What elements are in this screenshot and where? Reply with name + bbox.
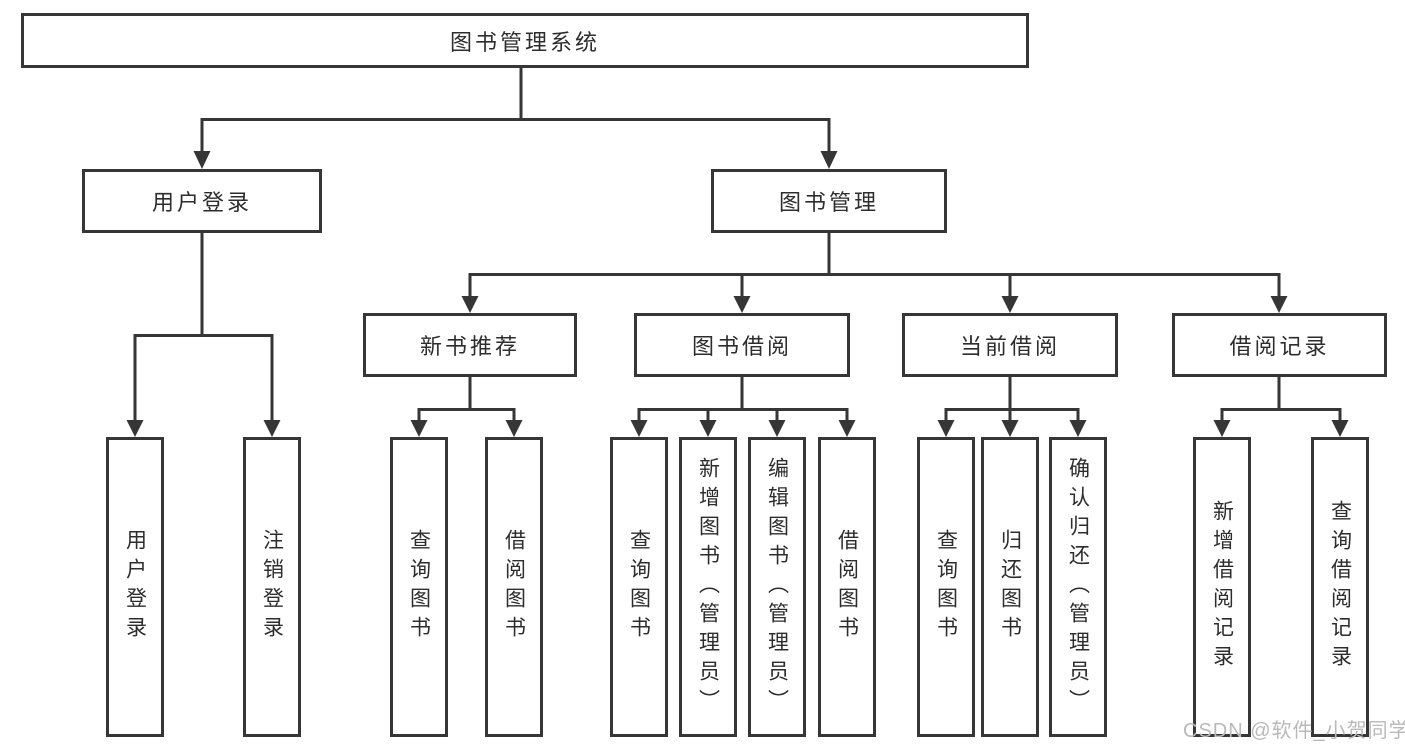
- leaf-query-book-newrec-label: 查询图书: [407, 529, 431, 645]
- leaf-add-book-admin: 新增图书（管理员）: [679, 437, 737, 737]
- leaf-logout-label: 注销登录: [260, 529, 284, 645]
- leaf-return-book: 归还图书: [981, 437, 1039, 737]
- node-root: 图书管理系统: [21, 13, 1029, 68]
- leaf-edit-book-admin: 编辑图书（管理员）: [748, 437, 806, 737]
- node-book-mgmt: 图书管理: [711, 169, 947, 233]
- node-current-borrow-label: 当前借阅: [959, 334, 1060, 359]
- leaf-query-book-newrec: 查询图书: [390, 437, 448, 737]
- connector-user-login-to-leaves: [126, 233, 281, 437]
- leaf-user-login-label: 用户登录: [123, 529, 147, 645]
- leaf-borrow-book-borrow: 借阅图书: [818, 437, 876, 737]
- leaf-query-book-current: 查询图书: [917, 437, 975, 737]
- connector-current-borrow-to-leaves: [937, 377, 1087, 437]
- leaf-borrow-book-newrec: 借阅图书: [485, 437, 543, 737]
- leaf-borrow-book-newrec-label: 借阅图书: [502, 529, 526, 645]
- node-borrow-records: 借阅记录: [1172, 313, 1387, 377]
- leaf-confirm-return-admin: 确认归还（管理员）: [1049, 437, 1107, 737]
- node-user-login: 用户登录: [82, 169, 322, 233]
- leaf-add-book-admin-label: 新增图书（管理员）: [696, 456, 720, 718]
- node-new-book-rec-label: 新书推荐: [419, 334, 520, 359]
- connector-root-to-level2: [193, 68, 838, 169]
- node-root-label: 图书管理系统: [449, 29, 600, 55]
- csdn-watermark: CSDN @软件_小贺同学: [1183, 720, 1405, 742]
- leaf-logout: 注销登录: [243, 437, 301, 737]
- leaf-edit-book-admin-label: 编辑图书（管理员）: [765, 456, 789, 718]
- leaf-query-borrow-record-label: 查询借阅记录: [1328, 500, 1352, 674]
- node-book-borrow: 图书借阅: [634, 313, 850, 377]
- leaf-confirm-return-admin-label: 确认归还（管理员）: [1066, 456, 1090, 718]
- node-current-borrow: 当前借阅: [902, 313, 1118, 377]
- connector-new-book-rec-to-leaves: [410, 377, 523, 437]
- node-book-mgmt-label: 图书管理: [778, 190, 879, 215]
- node-user-login-label: 用户登录: [151, 190, 252, 215]
- node-new-book-rec: 新书推荐: [363, 313, 577, 377]
- leaf-query-book-borrow-label: 查询图书: [627, 529, 651, 645]
- leaf-borrow-book-borrow-label: 借阅图书: [835, 529, 859, 645]
- leaf-user-login: 用户登录: [106, 437, 164, 737]
- leaf-query-book-current-label: 查询图书: [934, 529, 958, 645]
- leaf-add-borrow-record: 新增借阅记录: [1193, 437, 1251, 737]
- node-book-borrow-label: 图书借阅: [691, 334, 792, 359]
- node-borrow-records-label: 借阅记录: [1229, 334, 1330, 359]
- leaf-return-book-label: 归还图书: [998, 529, 1022, 645]
- connector-borrow-records-to-leaves: [1213, 377, 1349, 437]
- leaf-query-borrow-record: 查询借阅记录: [1311, 437, 1369, 737]
- connector-book-borrow-to-leaves: [630, 377, 856, 437]
- leaf-query-book-borrow: 查询图书: [610, 437, 668, 737]
- connector-book-mgmt-to-level3: [461, 233, 1288, 313]
- leaf-add-borrow-record-label: 新增借阅记录: [1210, 500, 1234, 674]
